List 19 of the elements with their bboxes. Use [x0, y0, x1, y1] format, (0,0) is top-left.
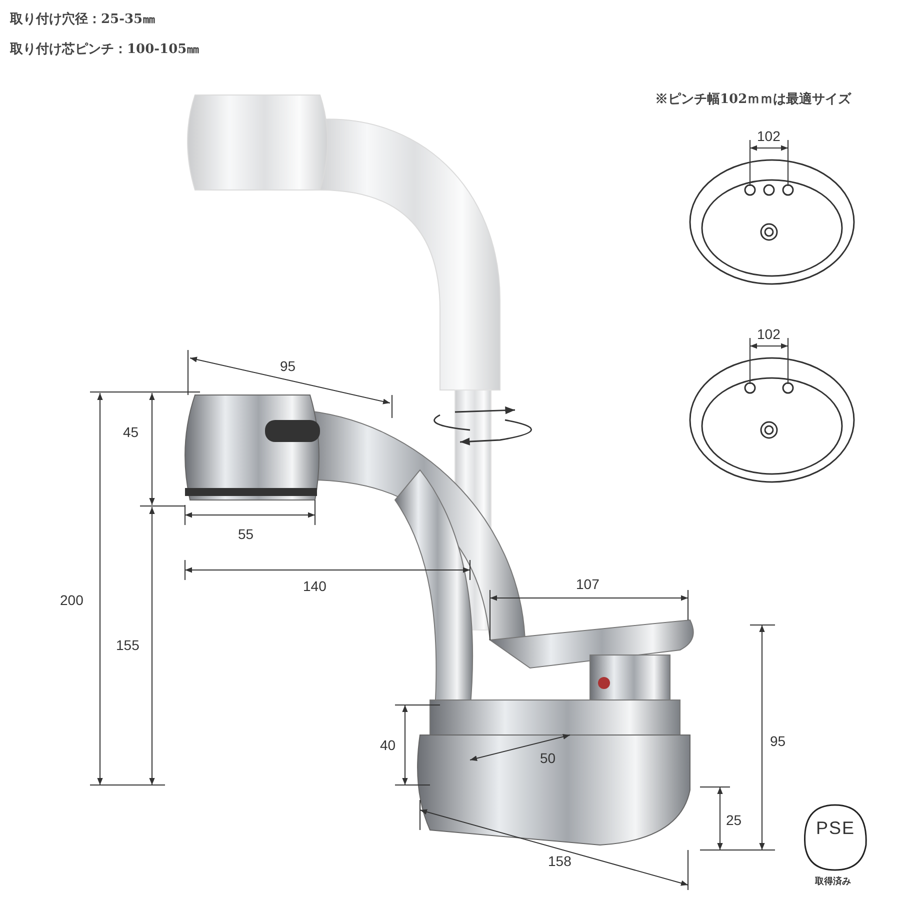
dimension-label: 50 — [540, 750, 556, 766]
dimension-label: 40 — [380, 737, 396, 753]
spec-note: 取り付け穴径：25-35㎜ — [10, 12, 156, 28]
dimension-label: 155 — [116, 637, 140, 653]
dimension-label: 140 — [303, 578, 326, 594]
dimension-label: 102 — [757, 128, 780, 144]
dimension-label: 95 — [770, 733, 786, 749]
dimension-label: 55 — [238, 526, 254, 542]
dimension-label: 200 — [60, 592, 84, 608]
certification-note: 取得済み — [815, 876, 851, 887]
spec-note: ※ピンチ幅102ｍｍは最適サイズ — [655, 92, 852, 108]
dimension-label: 158 — [548, 853, 572, 869]
dimension-label: 107 — [576, 576, 600, 592]
dimension-label: 95 — [280, 358, 296, 374]
dimension-label: 45 — [123, 424, 139, 440]
spec-note: 取り付け芯ピンチ：100-105㎜ — [10, 42, 200, 58]
dimension-label: 102 — [757, 326, 780, 342]
dimension-label: 25 — [726, 812, 742, 828]
certification-mark: PSE — [816, 818, 856, 838]
